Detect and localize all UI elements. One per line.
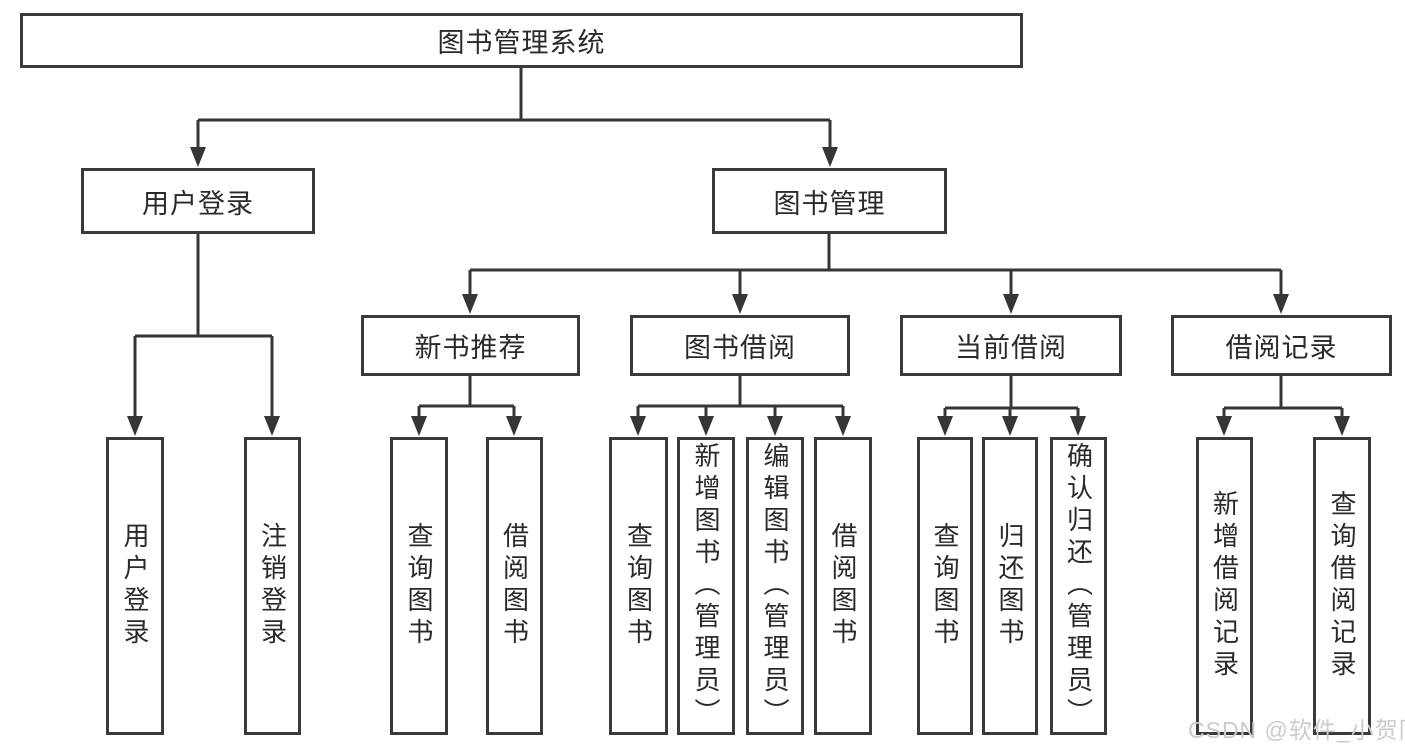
leaf-add-borrow-record: 新增借阅记录 — [1196, 437, 1253, 735]
connector-bookmgmt-to-level3 — [462, 234, 1289, 314]
node-current-borrowing-label: 当前借阅 — [955, 333, 1067, 363]
leaf-borrow-books-recommend: 借阅图书 — [486, 437, 543, 735]
leaf-add-books-admin-label: 新增图书（管理员） — [691, 442, 721, 730]
leaf-confirm-return-admin: 确认归还（管理员） — [1050, 437, 1107, 735]
watermark: CSDN @软件_小贺同学 — [1188, 717, 1405, 743]
leaf-query-borrow-record: 查询借阅记录 — [1313, 437, 1371, 735]
leaf-query-borrow-record-label: 查询借阅记录 — [1327, 490, 1357, 682]
node-book-management-label: 图书管理 — [773, 188, 886, 219]
node-current-borrowing: 当前借阅 — [900, 315, 1122, 376]
connector-currentborrow-to-leaves — [937, 376, 1086, 436]
leaf-query-books-recommend: 查询图书 — [390, 437, 448, 735]
node-book-management: 图书管理 — [712, 168, 947, 234]
connector-bookborrow-to-leaves — [630, 376, 851, 436]
node-book-borrowing-label: 图书借阅 — [684, 333, 796, 363]
node-book-borrowing: 图书借阅 — [630, 315, 850, 376]
connector-newbook-to-leaves — [411, 376, 522, 436]
leaf-query-books-current-label: 查询图书 — [930, 522, 960, 650]
leaf-query-books-recommend-label: 查询图书 — [404, 522, 434, 650]
leaf-add-borrow-record-label: 新增借阅记录 — [1209, 490, 1240, 682]
leaf-user-login-label: 用户登录 — [120, 522, 150, 650]
leaf-edit-books-admin-label: 编辑图书（管理员） — [760, 442, 790, 730]
leaf-add-books-admin: 新增图书（管理员） — [677, 437, 735, 735]
leaf-logout-label: 注销登录 — [257, 522, 288, 650]
leaf-logout: 注销登录 — [244, 437, 301, 735]
node-new-book-recommend-label: 新书推荐 — [414, 333, 527, 363]
leaf-query-books-current: 查询图书 — [917, 437, 973, 735]
node-root-label: 图书管理系统 — [437, 28, 606, 58]
leaf-query-books-borrowing-label: 查询图书 — [623, 522, 654, 650]
node-user-login-label: 用户登录 — [142, 188, 254, 219]
leaf-return-books-label: 归还图书 — [995, 522, 1025, 650]
connector-borrowrecord-to-leaves — [1216, 376, 1350, 436]
leaf-borrow-books-label: 借阅图书 — [828, 522, 858, 650]
node-borrowing-records-label: 借阅记录 — [1225, 333, 1338, 363]
node-root: 图书管理系统 — [20, 13, 1023, 68]
leaf-query-books-borrowing: 查询图书 — [609, 437, 668, 735]
leaf-borrow-books-recommend-label: 借阅图书 — [499, 522, 530, 650]
leaf-edit-books-admin: 编辑图书（管理员） — [746, 437, 804, 735]
leaf-confirm-return-admin-label: 确认归还（管理员） — [1063, 442, 1094, 730]
connector-userlogin-to-leaves — [127, 234, 280, 436]
connector-root-to-level2 — [190, 68, 838, 167]
leaf-return-books: 归还图书 — [982, 437, 1038, 735]
leaf-borrow-books: 借阅图书 — [814, 437, 872, 735]
node-borrowing-records: 借阅记录 — [1171, 315, 1392, 376]
node-user-login: 用户登录 — [81, 168, 315, 234]
leaf-user-login: 用户登录 — [106, 437, 164, 735]
node-new-book-recommend: 新书推荐 — [361, 315, 580, 376]
